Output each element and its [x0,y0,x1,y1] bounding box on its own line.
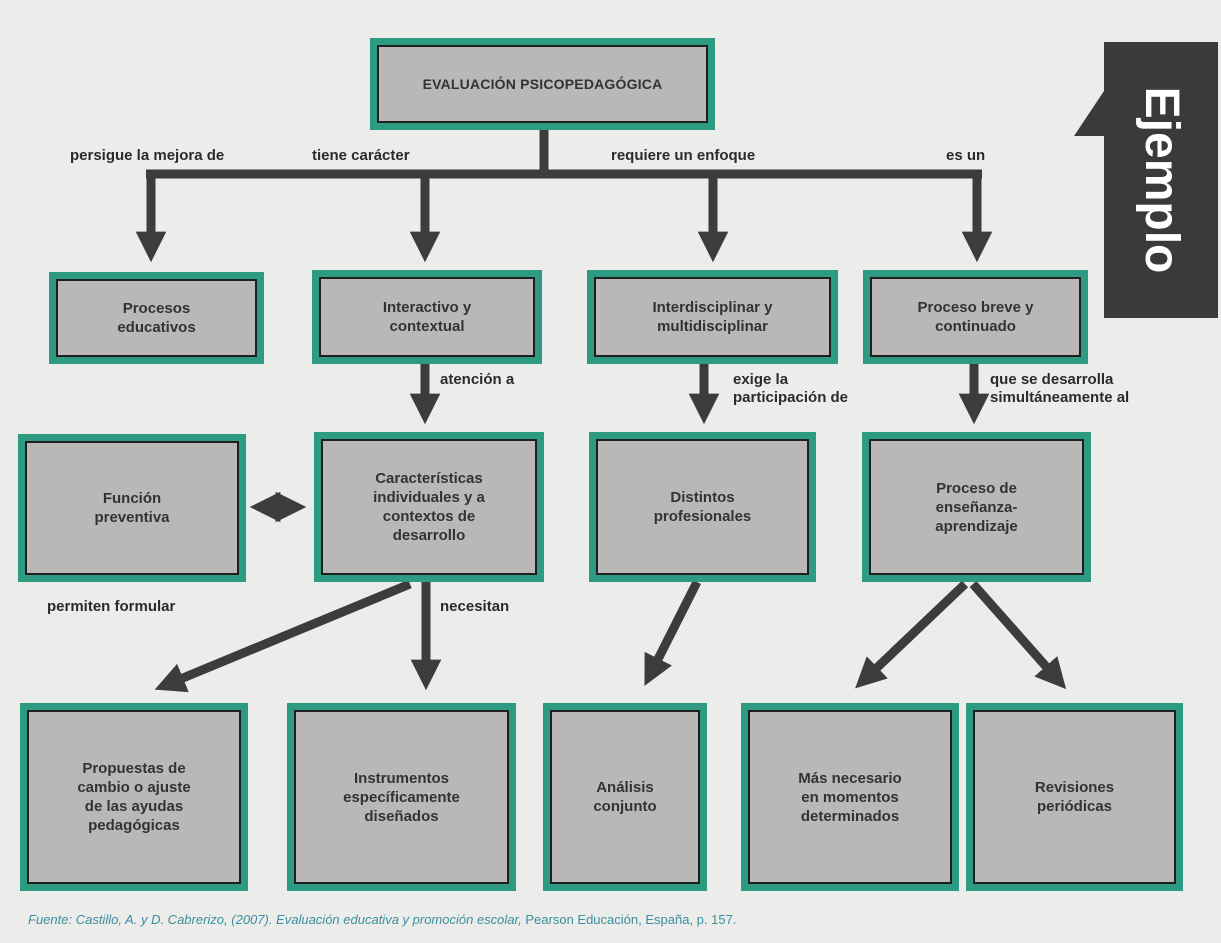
label-exige-2: participación de [733,389,849,406]
box-line: Más necesario [798,769,902,787]
box-line: profesionales [653,508,752,525]
label-que-se-1: que se desarrolla [990,371,1114,388]
box-line: continuado [935,318,1016,335]
box-propuestas: Propuestas de cambio o ajuste de las ayu… [20,703,248,891]
box-funcion-preventiva: Función preventiva [18,434,246,582]
box-interdisciplinar: Interdisciplinar y multidisciplinar [587,270,838,364]
box-line: diseñados [364,807,439,825]
label-es-un: es un [946,147,986,164]
label-exige-1: exige la [733,371,789,388]
box-line: Análisis [596,779,654,796]
arrow-to-mas-necesario [855,580,969,689]
side-tab-notch [1074,88,1106,136]
label-persigue: persigue la mejora de [70,147,225,164]
box-caracteristicas: Características individuales y a context… [314,432,544,582]
box-mas-necesario: Más necesario en momentos determinados [741,703,959,891]
box-line: en momentos [801,788,899,806]
box-line: Instrumentos [353,769,449,787]
box-line: educativos [117,319,196,336]
label-requiere: requiere un enfoque [611,147,756,164]
box-line: Interdisciplinar y [652,299,773,316]
box-analisis-conjunto: Análisis conjunto [543,703,707,891]
box-line: multidisciplinar [657,318,768,335]
box-line: Revisiones [1034,779,1115,796]
source-italic: Fuente: Castillo, A. y D. Cabrerizo, (20… [28,912,522,927]
box-line: Interactivo y [382,299,472,316]
box-line: Función [102,490,162,507]
box-line: preventiva [94,509,170,526]
label-permiten: permiten formular [47,598,176,615]
label-atencion: atención a [440,371,515,388]
source-rest: Pearson Educación, España, p. 157. [521,912,737,927]
box-line: enseñanza- [935,498,1018,516]
label-necesitan: necesitan [440,598,510,615]
box-line: Distintos [670,489,735,506]
label-que-se-2: simultáneamente al [990,389,1130,406]
box-line: Características [375,470,483,487]
title-text: EVALUACIÓN PSICOPEDAGÓGICA [422,75,663,92]
title-box: EVALUACIÓN PSICOPEDAGÓGICA [370,38,715,130]
box-interactivo: Interactivo y contextual [312,270,542,364]
label-tiene: tiene carácter [312,147,410,164]
box-line: Proceso de [936,479,1017,497]
box-line: contextual [389,318,465,335]
arrow-to-propuestas [154,579,412,693]
box-revisiones-periodicas: Revisiones periódicas [966,703,1183,891]
box-procesos-educativos: Procesos educativos [49,272,264,364]
box-line: Proceso breve y [917,299,1034,316]
box-line: Propuestas de [82,760,186,777]
side-tab-label: Ejemplo [1135,86,1188,274]
box-line: específicamente [343,788,460,806]
box-line: Procesos [122,300,191,317]
box-line: individuales y a [373,489,485,506]
box-line: determinados [800,807,900,825]
box-ensenanza-aprendizaje: Proceso de enseñanza- aprendizaje [862,432,1091,582]
box-instrumentos: Instrumentos específicamente diseñados [287,703,516,891]
box-line: periódicas [1036,798,1113,815]
side-tab [1104,42,1218,318]
box-line: contextos de [382,508,476,525]
box-line: de las ayudas [84,798,184,815]
box-line: aprendizaje [935,517,1018,535]
box-line: desarrollo [392,527,466,544]
box-line: conjunto [593,798,657,815]
source-citation: Fuente: Castillo, A. y D. Cabrerizo, (20… [28,911,1208,929]
arrow-to-analisis [644,579,702,686]
arrow-to-revisiones [969,581,1067,690]
box-distintos-profesionales: Distintos profesionales [589,432,816,582]
box-proceso-breve: Proceso breve y continuado [863,270,1088,364]
box-line: pedagógicas [88,817,180,834]
box-line: cambio o ajuste [77,779,191,796]
